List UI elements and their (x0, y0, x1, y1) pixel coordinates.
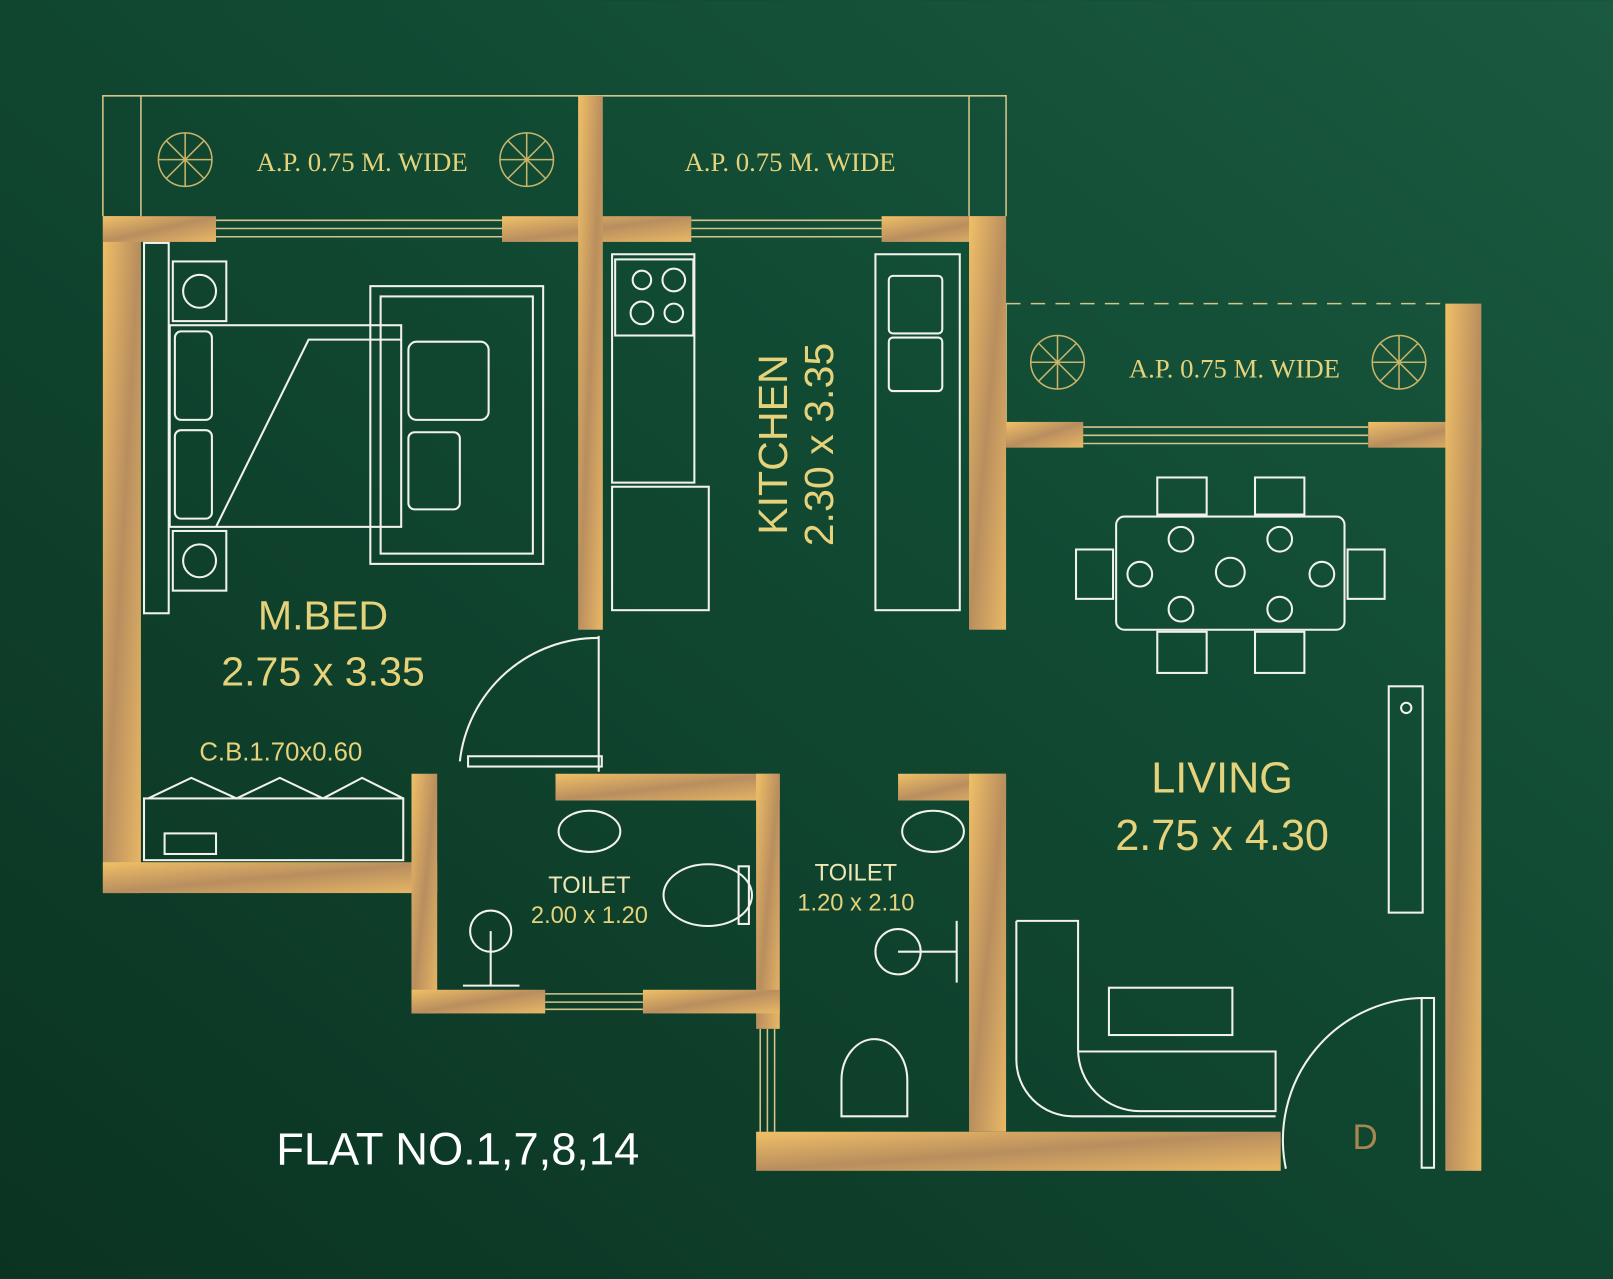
room-name-kitchen: KITCHEN (750, 354, 796, 535)
main-door-swing (1281, 996, 1436, 1169)
balcony-label-bedroom: A.P. 0.75 M. WIDE (257, 147, 468, 177)
rug-and-chairs (369, 285, 545, 565)
balcony-outlines (102, 95, 1446, 1132)
room-size-toilet2: 1.20 x 2.10 (797, 891, 914, 917)
door-swing-bedroom (458, 635, 603, 772)
cupboard-label: C.B.1.70x0.60 (199, 738, 362, 766)
room-name-master-bed: M.BED (258, 593, 388, 639)
bed (142, 241, 403, 615)
room-size-living: 2.75 x 4.30 (1115, 812, 1329, 860)
room-size-kitchen: 2.30 x 3.35 (796, 343, 842, 547)
room-name-toilet1: TOILET (548, 873, 630, 899)
plant-icons (157, 132, 1427, 390)
cupboard (142, 776, 405, 862)
tv-unit (1387, 685, 1424, 914)
kitchen-counters (611, 253, 961, 612)
plant-icon (157, 132, 213, 188)
toilet1-fixtures (462, 809, 754, 987)
plant-icon (499, 132, 555, 188)
dining-table (1074, 476, 1386, 674)
room-name-living: LIVING (1151, 754, 1293, 802)
plant-icon (1371, 334, 1427, 390)
sofa (1015, 919, 1277, 1118)
plant-icon (1029, 334, 1086, 390)
toilet2-fixtures (840, 809, 965, 1118)
flat-title: FLAT NO.1,7,8,14 (276, 1124, 639, 1175)
room-size-master-bed: 2.75 x 3.35 (221, 648, 425, 694)
walls (102, 95, 1482, 1171)
door-label: D (1352, 1118, 1377, 1157)
room-size-toilet1: 2.00 x 1.20 (531, 903, 648, 929)
balcony-label-kitchen: A.P. 0.75 M. WIDE (684, 147, 895, 177)
balcony-label-living: A.P. 0.75 M. WIDE (1129, 354, 1340, 384)
room-name-toilet2: TOILET (815, 861, 897, 887)
